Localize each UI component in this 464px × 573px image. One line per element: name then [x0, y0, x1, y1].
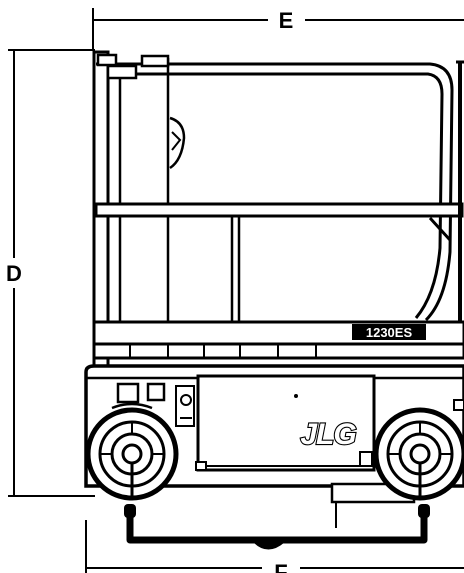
dimension-f-label: F: [274, 560, 287, 573]
dimension-d-label: D: [6, 261, 22, 286]
rear-wheel: [373, 407, 464, 501]
model-plate: 1230ES: [352, 324, 426, 340]
dimension-d: [8, 49, 95, 497]
model-plate-text: 1230ES: [366, 325, 413, 340]
wheelbase-bracket: [124, 504, 430, 550]
dimension-f: [85, 520, 464, 573]
dimension-e-label: E: [279, 8, 294, 33]
guard-rails: [92, 50, 464, 372]
dimension-e: [92, 8, 464, 50]
chassis: [84, 364, 464, 528]
top-cap: [96, 53, 170, 80]
jlg-logo: JLG: [300, 418, 356, 451]
front-wheel: [85, 407, 179, 501]
